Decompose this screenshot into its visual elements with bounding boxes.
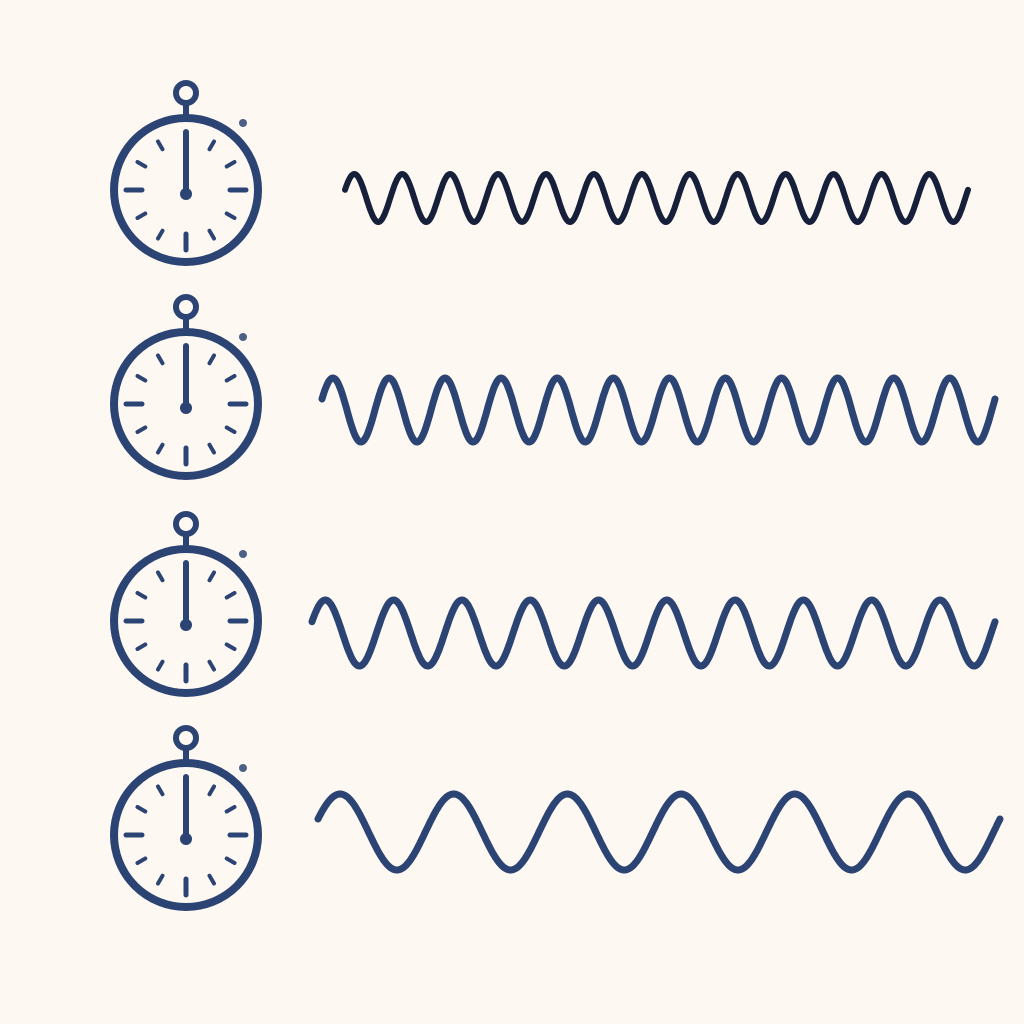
tick-mark xyxy=(156,784,165,797)
side-button xyxy=(239,550,247,558)
tick-mark xyxy=(224,160,237,169)
tick-mark xyxy=(207,442,216,455)
tick-mark xyxy=(224,211,237,220)
hand-pivot xyxy=(180,402,192,414)
stopwatch-icon xyxy=(110,294,262,480)
tick-mark xyxy=(207,353,216,366)
sine-wave xyxy=(314,790,1004,874)
side-button xyxy=(239,119,247,127)
hand-pivot xyxy=(180,188,192,200)
tick-mark xyxy=(135,591,148,600)
tick-mark xyxy=(135,805,148,814)
tick-mark xyxy=(207,659,216,672)
row-4 xyxy=(0,720,1024,950)
tick-mark xyxy=(135,425,148,434)
tick-mark xyxy=(224,591,237,600)
row-2-graphic xyxy=(110,294,999,480)
row-3-graphic xyxy=(110,511,999,697)
stopwatch-body xyxy=(110,328,262,480)
crown-ring xyxy=(173,725,199,751)
sine-wave xyxy=(318,374,999,446)
tick-mark xyxy=(224,856,237,865)
tick-mark xyxy=(135,374,148,383)
side-button xyxy=(239,333,247,341)
hand-pivot xyxy=(180,619,192,631)
stopwatch-body xyxy=(110,759,262,911)
tick-mark xyxy=(156,570,165,583)
tick-mark xyxy=(156,228,165,241)
row-4-graphic xyxy=(110,725,1004,911)
side-button xyxy=(239,764,247,772)
row-1 xyxy=(0,70,1024,300)
crown-ring xyxy=(173,294,199,320)
tick-mark xyxy=(156,873,165,886)
stopwatch-body xyxy=(110,114,262,266)
stopwatch-icon xyxy=(110,80,262,266)
sine-wave xyxy=(342,171,971,225)
tick-mark xyxy=(156,659,165,672)
row-2 xyxy=(0,290,1024,520)
tick-mark xyxy=(207,228,216,241)
stopwatch-icon xyxy=(110,725,262,911)
tick-mark xyxy=(156,139,165,152)
tick-mark xyxy=(224,642,237,651)
tick-mark xyxy=(207,139,216,152)
tick-mark xyxy=(207,784,216,797)
stopwatch-icon xyxy=(110,511,262,697)
sine-wave xyxy=(308,596,999,670)
tick-mark xyxy=(207,570,216,583)
tick-mark xyxy=(156,442,165,455)
crown-ring xyxy=(173,80,199,106)
row-3 xyxy=(0,505,1024,735)
stopwatch-body xyxy=(110,545,262,697)
tick-mark xyxy=(224,805,237,814)
tick-mark xyxy=(135,211,148,220)
tick-mark xyxy=(207,873,216,886)
tick-mark xyxy=(135,856,148,865)
tick-mark xyxy=(135,160,148,169)
tick-mark xyxy=(156,353,165,366)
hand-pivot xyxy=(180,833,192,845)
tick-mark xyxy=(224,425,237,434)
row-1-graphic xyxy=(110,80,971,266)
crown-ring xyxy=(173,511,199,537)
tick-mark xyxy=(135,642,148,651)
tick-mark xyxy=(224,374,237,383)
